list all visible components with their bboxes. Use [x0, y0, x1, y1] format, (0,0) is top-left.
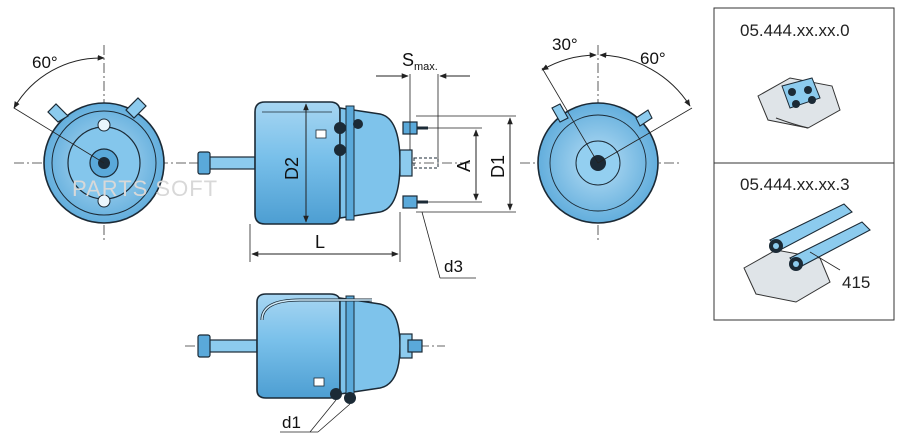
side-view: D2 L A D1 Smax. d3	[190, 50, 516, 279]
bottom-side-view: d1	[185, 293, 445, 433]
d1-dim-label: D1	[488, 155, 508, 178]
d1-label: d1	[282, 413, 301, 432]
right-end-view: 30° 60°	[520, 35, 693, 240]
smax-label: Smax.	[402, 50, 438, 73]
angle-right-b-label: 60°	[640, 49, 666, 68]
a-label: A	[454, 160, 474, 172]
l-label: L	[315, 232, 325, 252]
angle-right-a-label: 30°	[552, 35, 578, 54]
watermark: PARTS SOFT	[72, 176, 218, 201]
variants-panel: 05.444.xx.xx.0 05.444.xx.xx.3 415	[713, 7, 895, 321]
part-number-label: 415	[842, 273, 870, 292]
variant-0-label: 05.444.xx.xx.0	[740, 21, 850, 40]
d3-label: d3	[444, 257, 463, 276]
variant-0-port-illustration	[757, 77, 841, 129]
left-end-view: 60°	[13, 45, 190, 240]
d2-label: D2	[282, 157, 302, 180]
variant-3-port-illustration	[743, 203, 871, 303]
angle-left-label: 60°	[32, 53, 58, 72]
variant-3-label: 05.444.xx.xx.3	[740, 175, 850, 194]
